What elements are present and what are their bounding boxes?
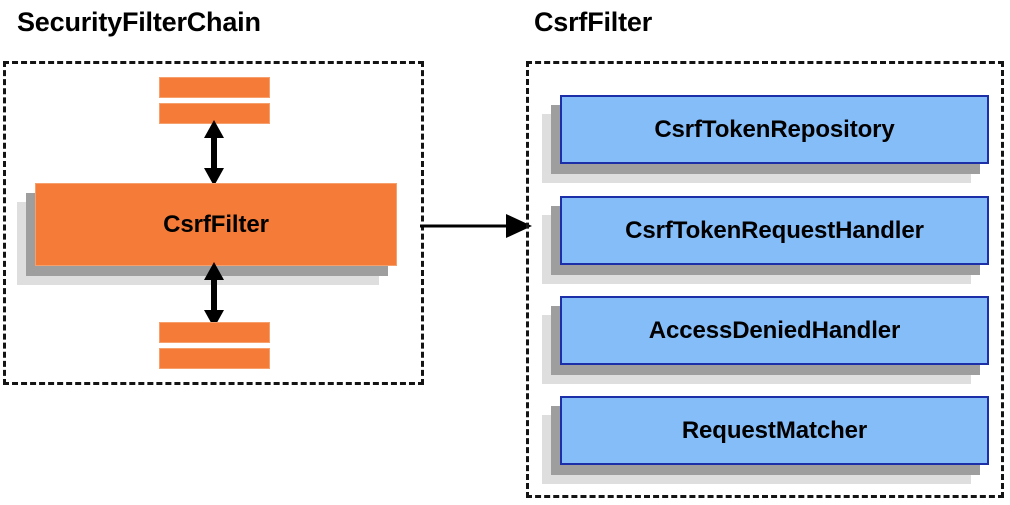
filter-bar-below-1	[159, 322, 270, 343]
collaborator-block-label: CsrfTokenRequestHandler	[625, 216, 924, 244]
collaborator-block-label: RequestMatcher	[681, 416, 868, 444]
filter-block-csrf-filter[interactable]: CsrfFilter	[17, 183, 397, 285]
block-face: AccessDeniedHandler	[560, 296, 989, 365]
security-filter-chain-container	[3, 61, 424, 385]
collaborator-block-label: CsrfTokenRepository	[654, 115, 895, 143]
filter-chain-arrow-above-icon	[204, 120, 224, 186]
block-face: RequestMatcher	[560, 396, 989, 465]
csrf-filter-detail-container	[526, 61, 1004, 498]
collaborator-block-csrf-token-request-handler[interactable]: CsrfTokenRequestHandler	[542, 196, 989, 284]
collaborator-block-request-matcher[interactable]: RequestMatcher	[542, 396, 989, 484]
collaborator-block-csrf-token-repository[interactable]: CsrfTokenRepository	[542, 95, 989, 183]
collaborator-block-label: AccessDeniedHandler	[648, 316, 901, 344]
csrf-filter-expansion-arrow-icon	[420, 214, 532, 238]
panel-title-csrf-filter: CsrfFilter	[534, 7, 653, 37]
filter-bar-above-1	[159, 77, 270, 98]
filter-chain-arrow-below-icon	[204, 262, 224, 328]
collaborator-block-access-denied-handler[interactable]: AccessDeniedHandler	[542, 296, 989, 384]
filter-block-label: CsrfFilter	[163, 210, 269, 238]
block-face: CsrfFilter	[35, 183, 397, 266]
block-face: CsrfTokenRequestHandler	[560, 196, 989, 265]
panel-title-security-filter-chain: SecurityFilterChain	[17, 7, 261, 37]
filter-bar-below-2	[159, 348, 270, 369]
block-face: CsrfTokenRepository	[560, 95, 989, 164]
